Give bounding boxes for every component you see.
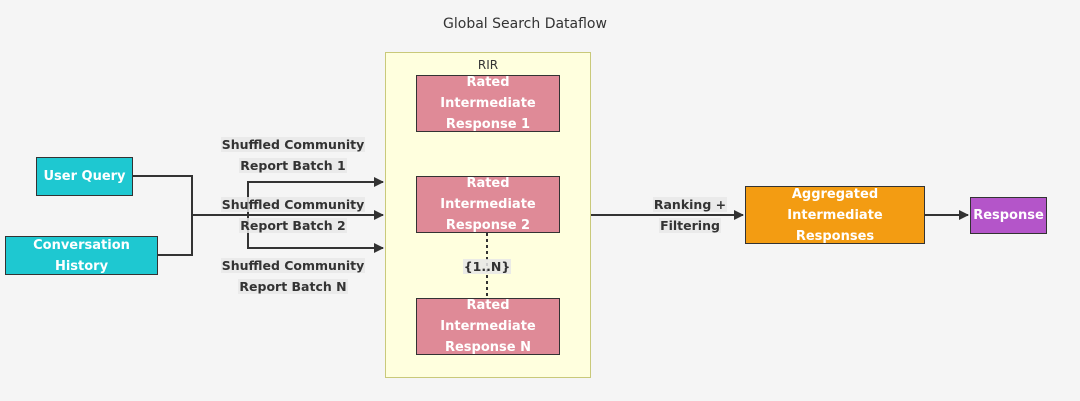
batch-1-line2: Report Batch 1 [239, 158, 347, 173]
ranking-line2: Filtering [659, 218, 721, 233]
batch-1-line1: Shuffled Community [220, 137, 366, 152]
aggregated-line1: Aggregated Intermediate [787, 186, 883, 223]
edge-user-query [133, 175, 205, 216]
rir-1-node: Rated Intermediate Response 1 [416, 75, 560, 132]
diagram-title: Global Search Dataflow [443, 16, 607, 32]
response-node: Response [970, 197, 1047, 234]
rir-n-line2: Response N [444, 340, 532, 355]
rir-2-line1: Rated Intermediate [440, 176, 536, 212]
ranking-label: Ranking + Filtering [640, 194, 740, 236]
rir-n-node: Rated Intermediate Response N [416, 298, 560, 355]
rir-2-node: Rated Intermediate Response 2 [416, 176, 560, 233]
conversation-history-node: Conversation History [5, 236, 158, 275]
rir-1-line1: Rated Intermediate [440, 75, 536, 111]
range-label: {1..N} [462, 259, 512, 274]
response-label: Response [973, 208, 1044, 223]
batch-n-label: Shuffled Community Report Batch N [216, 255, 370, 297]
rir-n-line1: Rated Intermediate [440, 298, 536, 334]
edge-batch-n [205, 214, 384, 253]
edge-conversation-history [158, 215, 193, 256]
aggregated-line2: Responses [795, 228, 875, 244]
batch-2-line2: Report Batch 2 [239, 218, 347, 233]
batch-n-line2: Report Batch N [238, 279, 348, 294]
rir-1-line2: Response 1 [445, 117, 531, 132]
batch-n-line1: Shuffled Community [220, 258, 366, 273]
user-query-node: User Query [36, 157, 133, 196]
batch-2-line1: Shuffled Community [220, 197, 366, 212]
ranking-line1: Ranking + [652, 197, 728, 212]
user-query-label: User Query [43, 169, 126, 184]
batch-2-label: Shuffled Community Report Batch 2 [216, 194, 370, 236]
rir-2-line2: Response 2 [445, 218, 531, 233]
aggregated-node: Aggregated Intermediate Responses [745, 186, 925, 244]
rir-cluster-label: RIR [477, 58, 499, 72]
conversation-history-label: Conversation History [33, 237, 130, 274]
batch-1-label: Shuffled Community Report Batch 1 [216, 134, 370, 176]
